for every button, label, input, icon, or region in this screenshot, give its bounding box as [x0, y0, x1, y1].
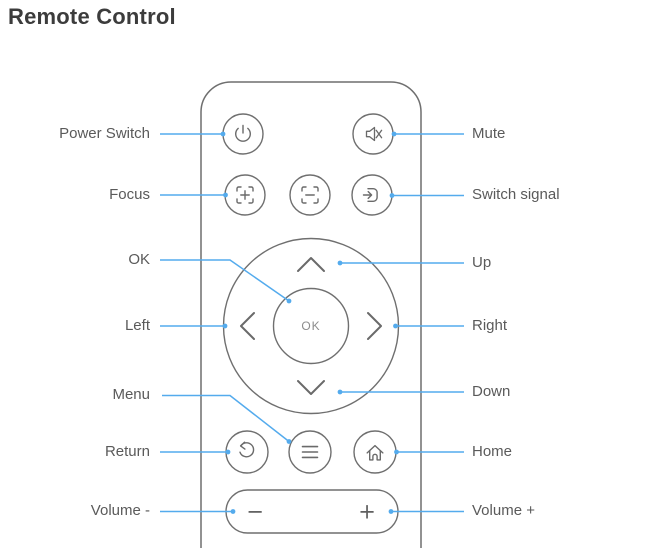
left-chevron-icon	[240, 312, 255, 340]
home-icon	[366, 444, 384, 461]
page-title: Remote Control	[8, 4, 176, 29]
ok-button-label: OK	[301, 319, 320, 333]
callout-label-return: Return	[104, 443, 150, 460]
focus-plus-icon	[236, 186, 254, 204]
callout-label-right: Right	[472, 317, 508, 334]
power-icon	[235, 124, 251, 142]
volume-plus-icon: +	[358, 500, 376, 524]
callout-label-power-switch: Power Switch	[59, 125, 150, 142]
callout-dot-return	[225, 449, 231, 455]
callout-dot-home	[394, 449, 399, 455]
callout-line-menu	[162, 394, 290, 443]
up-chevron-icon	[297, 257, 325, 272]
mute-icon	[365, 126, 383, 142]
callout-label-up: Up	[472, 254, 492, 271]
callout-dot-mute	[391, 131, 397, 137]
menu-icon	[301, 445, 319, 459]
callout-lines-left	[160, 131, 292, 514]
focus-minus-icon	[301, 186, 319, 204]
callout-label-volume-minus: Volume -	[90, 502, 150, 519]
callout-label-ok: OK	[128, 251, 150, 268]
callout-line-ok	[160, 259, 290, 302]
callout-dot-left	[222, 323, 228, 329]
callout-label-volume-plus: Volume +	[472, 502, 535, 519]
callout-lines-right	[337, 131, 464, 514]
callout-label-home: Home	[472, 443, 513, 460]
callout-dot-power-switch	[220, 131, 226, 137]
return-icon	[239, 441, 255, 458]
callout-label-mute: Mute	[472, 125, 506, 142]
callout-dot-focus	[223, 192, 228, 198]
callout-dot-volume-minus	[230, 509, 236, 514]
callout-dot-switch-signal	[389, 193, 395, 198]
return-button	[225, 430, 269, 474]
callout-dot-menu	[286, 439, 292, 444]
home-button	[353, 430, 397, 474]
switch-signal-icon	[362, 188, 378, 202]
volume-minus-icon: −	[246, 500, 264, 524]
callout-dot-right	[393, 323, 398, 329]
power-button	[222, 113, 264, 155]
callout-dot-ok	[286, 298, 292, 304]
callout-label-menu: Menu	[112, 386, 150, 403]
ok-button	[272, 287, 350, 365]
remote-body	[200, 81, 422, 548]
callout-label-left: Left	[124, 317, 150, 334]
mute-button	[352, 113, 394, 155]
callout-label-switch-signal: Switch signal	[472, 186, 560, 203]
callout-dot-down	[337, 389, 343, 395]
callout-dot-volume-plus	[388, 509, 394, 514]
callout-dot-up	[337, 260, 343, 266]
callout-label-down: Down	[472, 383, 511, 400]
down-chevron-icon	[297, 380, 325, 395]
callout-label-focus: Focus	[109, 186, 150, 203]
right-chevron-icon	[367, 312, 382, 340]
